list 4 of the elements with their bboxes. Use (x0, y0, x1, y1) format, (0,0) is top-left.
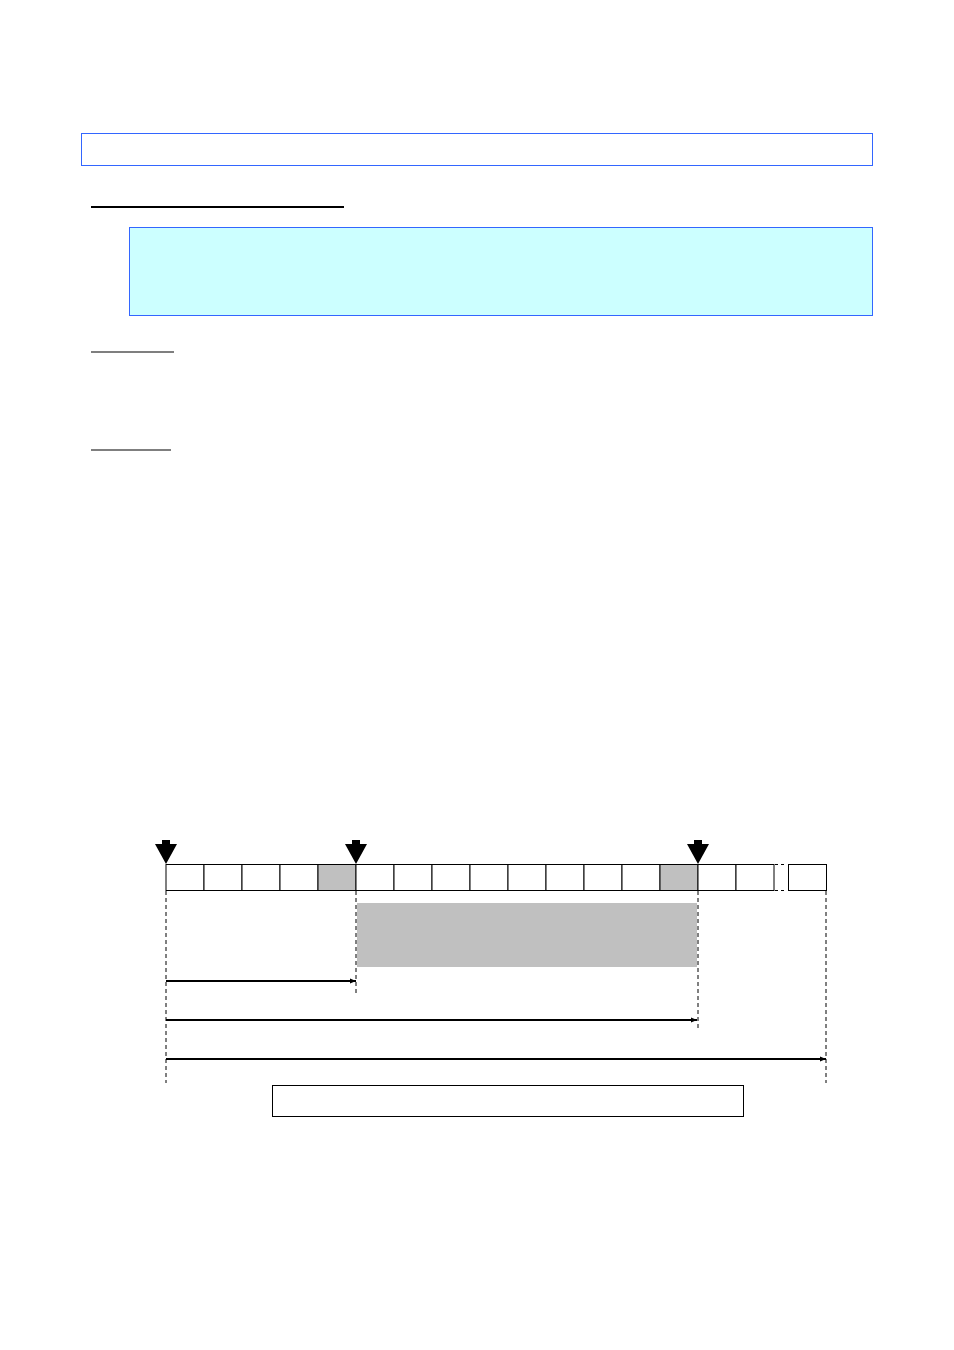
note-box (129, 227, 873, 316)
shaded-band (357, 903, 697, 967)
heading-box (81, 133, 873, 166)
caption-box (272, 1085, 744, 1117)
